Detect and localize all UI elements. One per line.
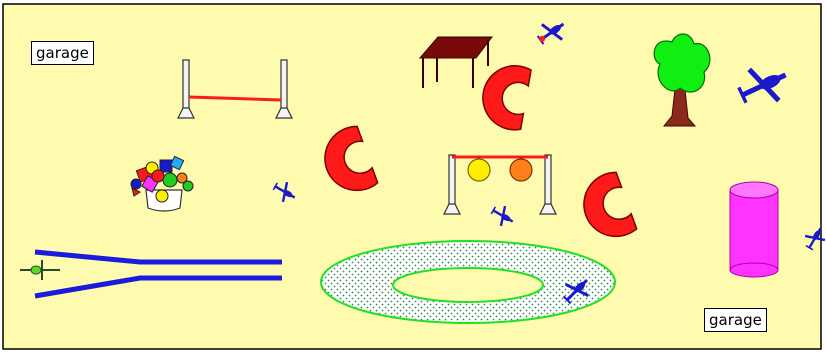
tunnel-icon [730, 182, 778, 277]
garage-label: garage [31, 41, 94, 65]
garage-label: garage [704, 308, 767, 332]
oval-track-icon [321, 241, 615, 323]
